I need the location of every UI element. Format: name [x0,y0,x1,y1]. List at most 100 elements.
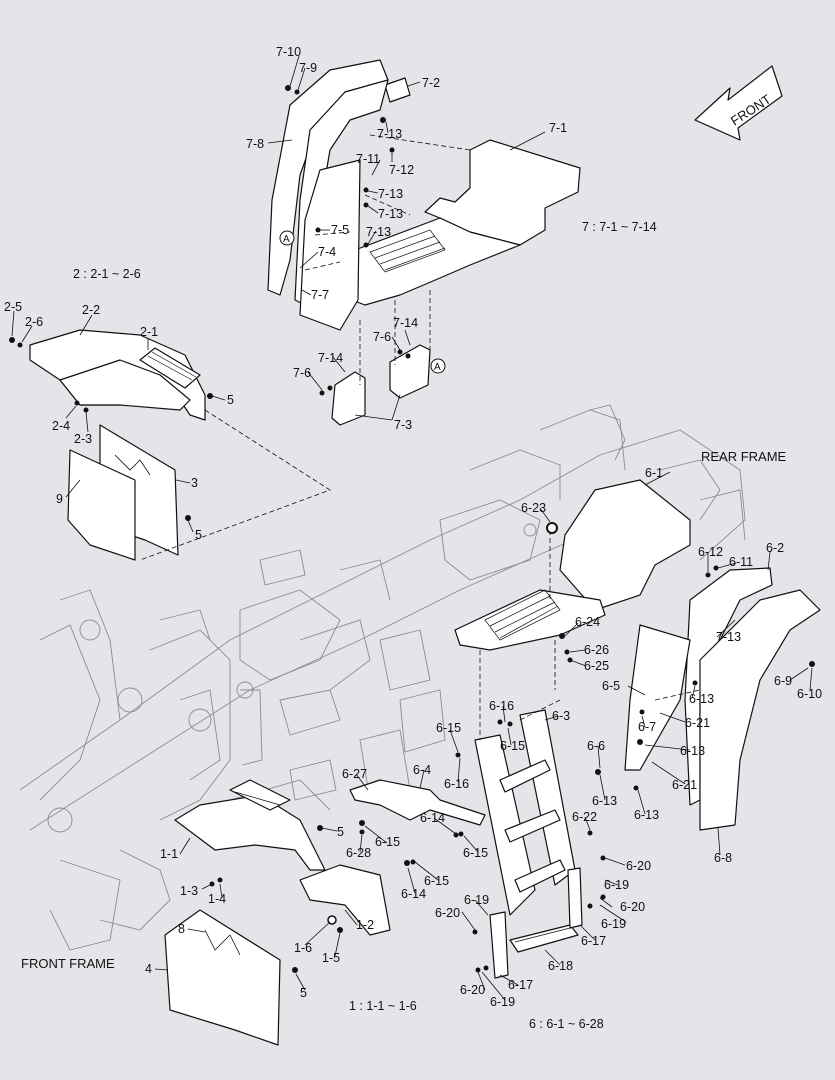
part-label: 6-13 [592,794,617,808]
part-label: 9 [56,492,63,506]
part-label: 6-25 [584,659,609,673]
front-frame-label: FRONT FRAME [21,956,115,971]
part-label: 6-13 [680,744,705,758]
part-label: 5 [227,393,234,407]
part-label: 6-23 [521,501,546,515]
part-label: 6-14 [401,887,426,901]
part-label: 6-20 [460,983,485,997]
part-label: 6-13 [634,808,659,822]
part-label: 6-15 [463,846,488,860]
part-label: 7-6 [293,366,311,380]
part-label: 7-8 [246,137,264,151]
part-label: 6-17 [508,978,533,992]
part-label: 1-4 [208,892,226,906]
part-label: 7-3 [394,418,412,432]
part-label: 6-15 [424,874,449,888]
part-label: 6-15 [375,835,400,849]
part-label: 6-28 [346,846,371,860]
part-label: 6-15 [500,739,525,753]
part-label: 2-1 [140,325,158,339]
leader-lines [11,55,813,1001]
part-label: 5 [195,528,202,542]
part-label: 6-11 [729,555,753,569]
part-label: 6-7 [638,720,656,734]
part-label: 6-19 [464,893,489,907]
part-label: 6-17 [581,934,606,948]
part-label: 6-26 [584,643,609,657]
part-label: 4 [145,962,152,976]
svg-text:A: A [434,362,441,373]
part-label: 6-20 [626,859,651,873]
part-label: 6-18 [548,959,573,973]
group-2-assembly [29,329,331,561]
group-range-labels: 7 : 7-1 ~ 7-14 2 : 2-1 ~ 2-6 1 : 1-1 ~ 1… [73,220,657,1031]
part-label: 6-19 [604,878,629,892]
part-label: 6-16 [444,777,469,791]
part-label: 6-19 [601,917,626,931]
part-label: 2-2 [82,303,100,317]
part-label: 2-6 [25,315,43,329]
part-label: 6-10 [797,687,822,701]
part-label: 7-5 [331,223,349,237]
part-label: 6-8 [714,851,732,865]
part-label: 1-3 [180,884,198,898]
svg-text:A: A [283,234,290,245]
part-label: 6-20 [620,900,645,914]
part-label: 6-13 [689,692,714,706]
part-label: 6-14 [420,811,445,825]
part-label: 7-13 [377,127,402,141]
group-1-assembly [164,779,391,1046]
part-label: 6-21 [685,716,710,730]
part-label: 7-14 [318,351,343,365]
part-label: 7-10 [276,45,301,59]
part-label: 7-12 [389,163,414,177]
part-label: 6-27 [342,767,367,781]
part-label: 6-16 [489,699,514,713]
group-6-range: 6 : 6-1 ~ 6-28 [529,1017,604,1031]
part-label: 7-13 [366,225,391,239]
part-label: 7-6 [373,330,391,344]
part-label: 1-5 [322,951,340,965]
part-label: 2-3 [74,432,92,446]
part-label: 6-5 [602,679,620,693]
group-7-assembly [267,59,581,426]
part-label: 6-6 [587,739,605,753]
group-2-range: 2 : 2-1 ~ 2-6 [73,267,141,281]
part-label: 7-13 [378,207,403,221]
part-label: 7-4 [318,245,336,259]
part-label: 6-12 [698,545,723,559]
part-label: 7-2 [422,76,440,90]
part-label: 6-3 [552,709,570,723]
part-label: 6-2 [766,541,784,555]
part-label: 1-1 [160,847,178,861]
part-label: 6-22 [572,810,597,824]
part-label: 2-4 [52,419,70,433]
part-label: 7-13 [378,187,403,201]
part-label: 7-13 [716,630,741,644]
rear-frame-label: REAR FRAME [701,449,787,464]
part-label: 7-1 [549,121,567,135]
part-label: 6-15 [436,721,461,735]
part-label: 5 [337,825,344,839]
part-label: 1-6 [294,941,312,955]
fastener-markers [9,85,815,973]
part-label: 7-7 [311,288,329,302]
part-label: 6-19 [490,995,515,1009]
part-label: 1-2 [356,918,374,932]
group-7-range: 7 : 7-1 ~ 7-14 [582,220,657,234]
part-label: 7-9 [299,61,317,75]
part-label: 7-14 [393,316,418,330]
group-1-range: 1 : 1-1 ~ 1-6 [349,999,417,1013]
part-label: 8 [178,922,185,936]
part-label: 6-4 [413,763,431,777]
callout-marker-a2: A [430,358,446,374]
part-label: 5 [300,986,307,1000]
group-6-assembly [349,479,821,979]
part-label: 6-21 [672,778,697,792]
part-label: 6-1 [645,466,663,480]
front-direction-arrow [694,65,783,141]
part-label: 6-20 [435,906,460,920]
part-label: 6-9 [774,674,792,688]
